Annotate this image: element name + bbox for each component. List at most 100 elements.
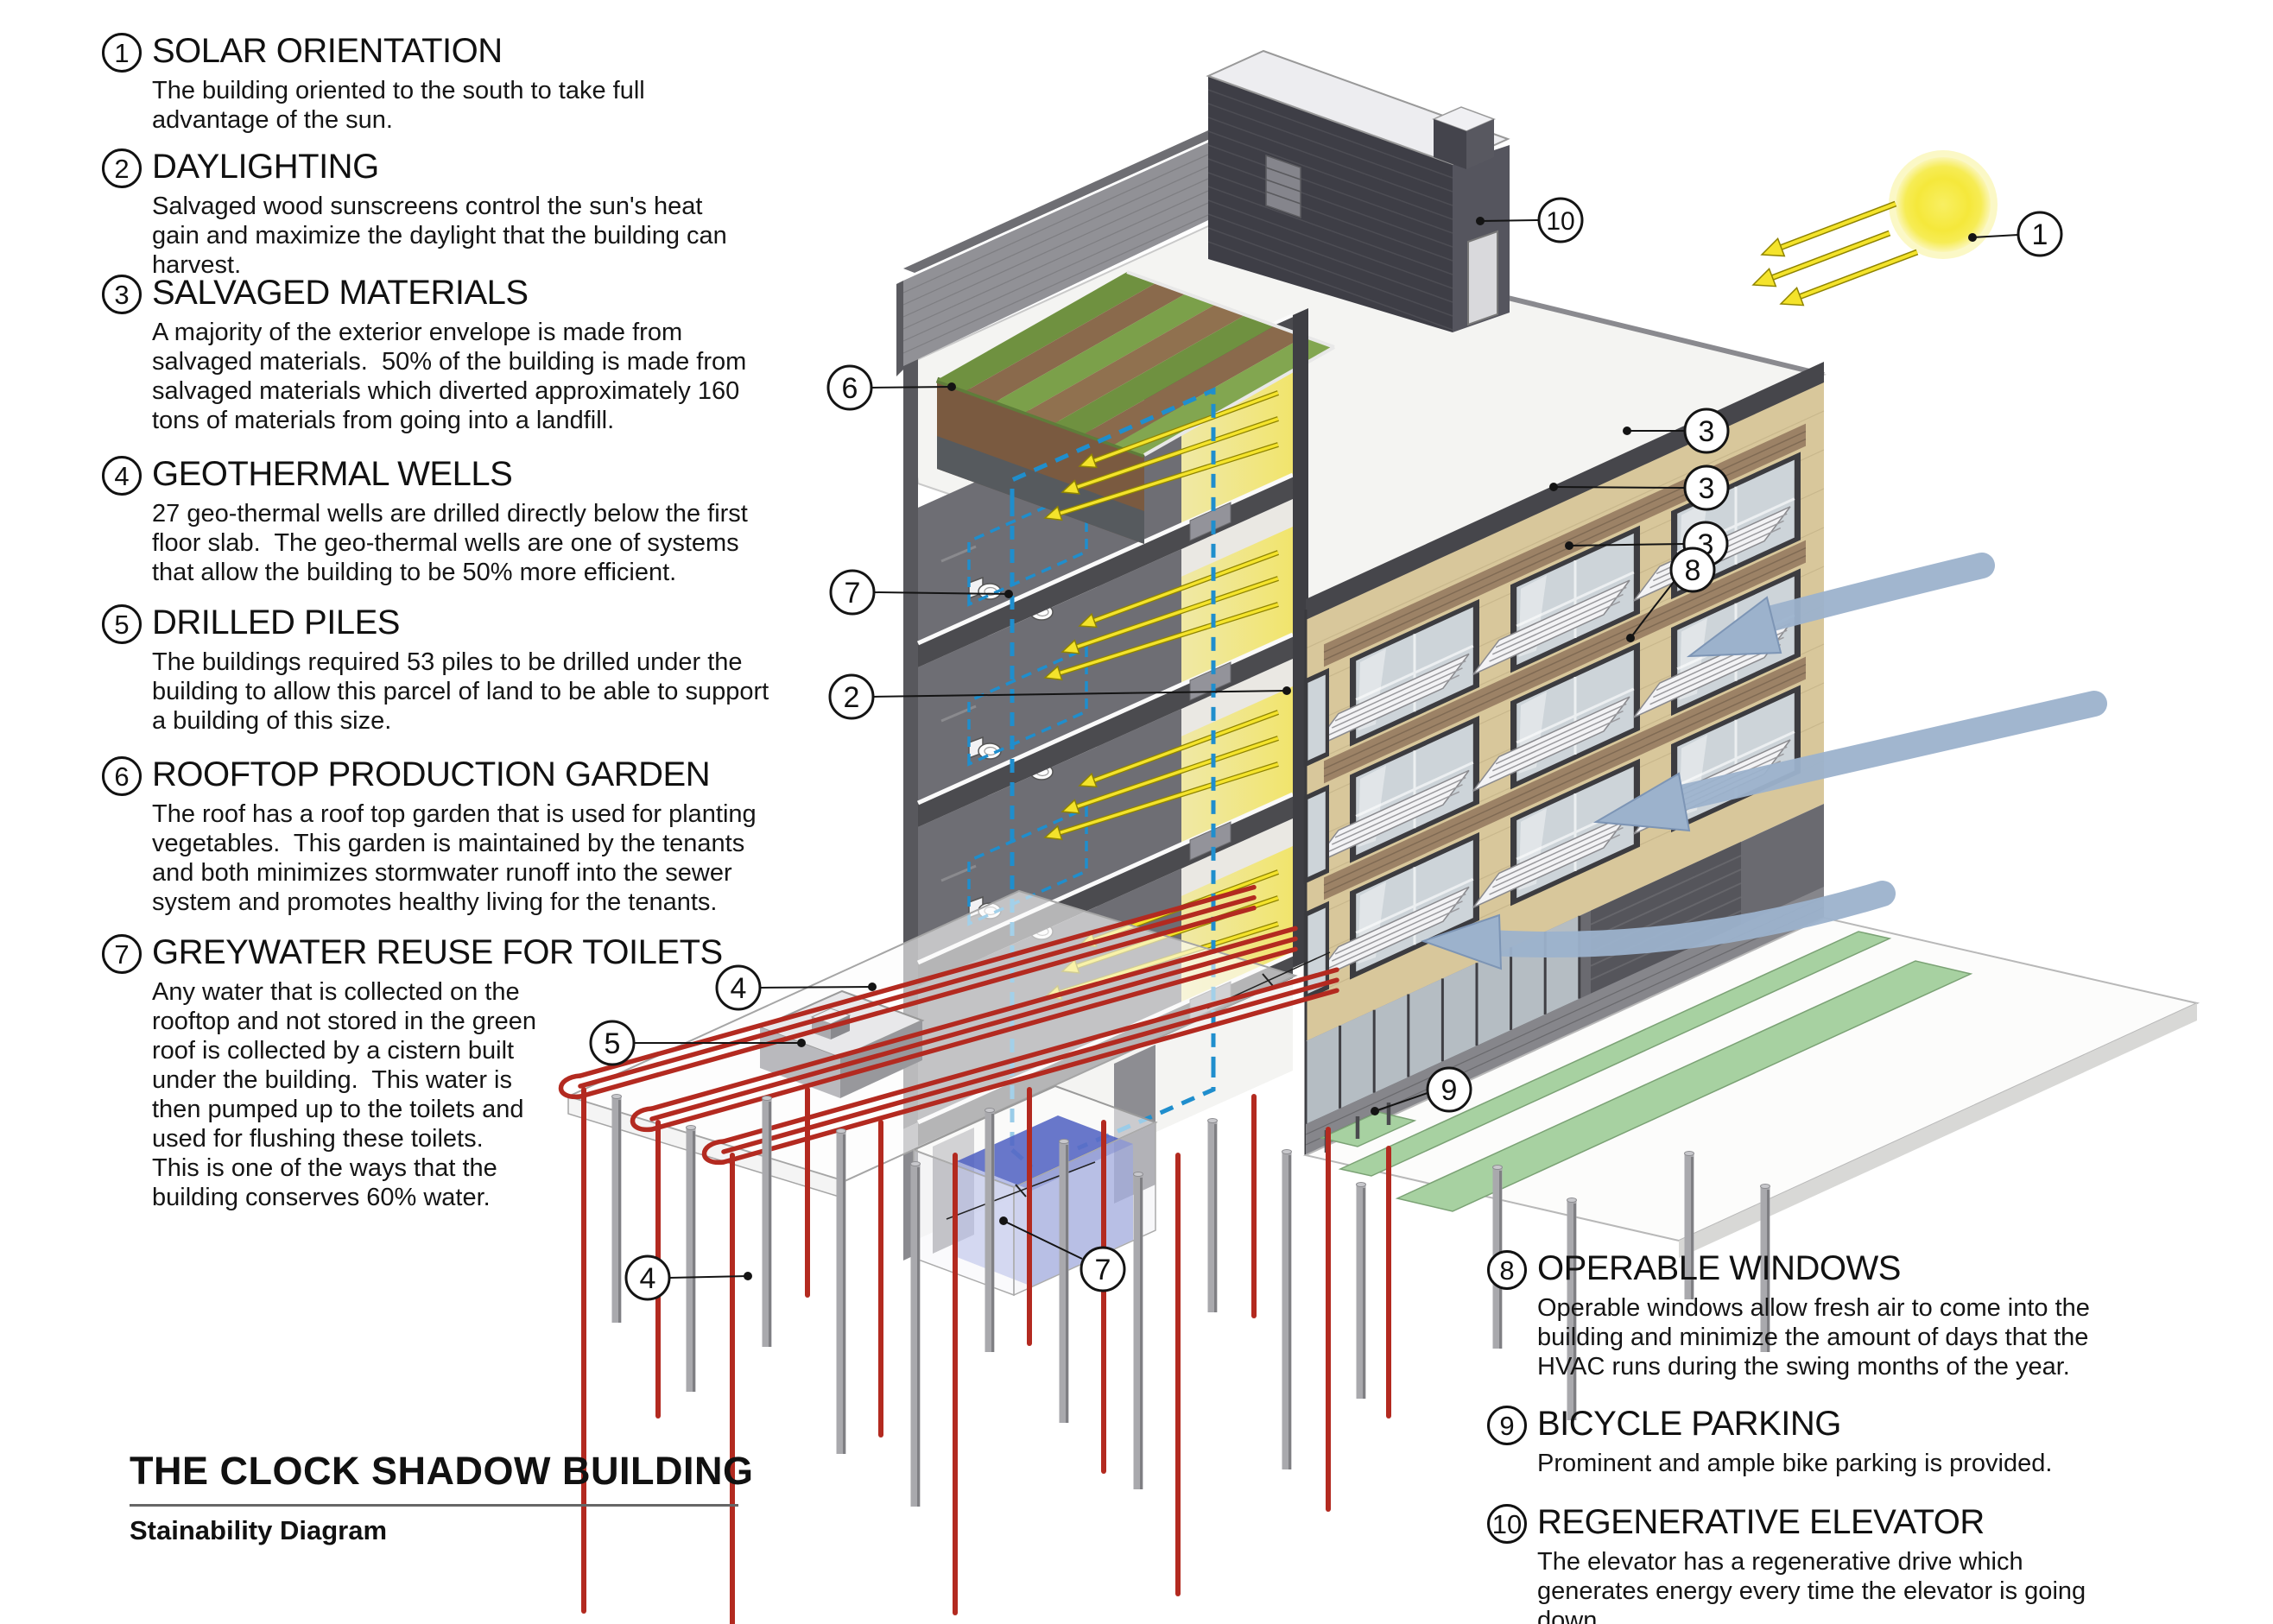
callout-7: 7 (829, 569, 1013, 616)
callout-2: 2 (828, 673, 1291, 720)
wood-band (1485, 730, 1645, 827)
building-cutaway (558, 49, 2200, 1624)
callout-circle (624, 1254, 671, 1301)
callout-5: 5 (589, 1020, 806, 1066)
callout-3: 3 (1549, 464, 1730, 511)
daylight-arrow-icon (1043, 505, 1063, 521)
window (1472, 496, 1646, 675)
wind-arrows (1420, 553, 2107, 970)
callout-circle (1537, 197, 1584, 243)
legend-item-title: DRILLED PILES (152, 603, 400, 641)
svg-text:3: 3 (1699, 415, 1715, 448)
leader-dot (868, 983, 877, 991)
daylight-arrow-icon (1078, 772, 1098, 788)
window (1312, 571, 1485, 749)
wood-band (1645, 656, 1806, 753)
sunscreen-louver-icon (1472, 579, 1630, 675)
storefront (1304, 804, 1825, 1155)
callout-circle (826, 364, 873, 411)
page-title: THE CLOCK SHADOW BUILDING (130, 1449, 754, 1493)
window (1472, 613, 1646, 792)
legend-item-title: SOLAR ORIENTATION (152, 32, 503, 70)
svg-text:4: 4 (640, 1262, 656, 1295)
page-subtitle: Stainability Diagram (130, 1515, 388, 1545)
svg-text:1: 1 (2032, 218, 2048, 251)
daylight-arrow-icon (1061, 639, 1080, 654)
leader-dot (1968, 233, 1977, 242)
daylight-arrow-icon (1043, 665, 1063, 681)
legend-item-title: SALVAGED MATERIALS (152, 274, 529, 312)
callout-circle (2017, 211, 2063, 257)
callout-9: 9 (1371, 1066, 1472, 1115)
legend-item-body: The buildings required 53 piles to be dr… (152, 648, 776, 735)
leader-dot (1565, 541, 1573, 550)
callout-circle (1080, 1246, 1126, 1292)
callout-circle (715, 964, 762, 1011)
svg-text:10: 10 (1546, 207, 1574, 236)
callout-circle (1426, 1066, 1472, 1113)
elevator-penthouse (1206, 49, 1510, 332)
wood-band (1324, 571, 1485, 667)
callout-6: 6 (826, 364, 956, 411)
legend-number-circle: 7 (102, 934, 142, 974)
legend-item-body: The building oriented to the south to ta… (152, 77, 652, 134)
leader-dot (744, 1272, 752, 1280)
piles (581, 1087, 1770, 1624)
legend-item-title: DAYLIGHTING (152, 148, 379, 186)
callout-10: 10 (1476, 197, 1584, 243)
legend-number-circle: 6 (102, 756, 142, 796)
legend-item-2: 2 DAYLIGHTING Salvaged wood sunscreens con… (102, 148, 757, 280)
legend-number-circle: 5 (102, 604, 142, 644)
legend-item-title: OPERABLE WINDOWS (1537, 1249, 1901, 1287)
svg-text:7: 7 (845, 577, 861, 610)
legend-item-title: REGENERATIVE ELEVATOR (1537, 1503, 1985, 1541)
callout-4: 4 (624, 1254, 752, 1301)
rooftop-garden (935, 270, 1335, 544)
legend-item-body: The elevator has a regenerative drive wh… (1537, 1548, 2093, 1624)
callout-3: 3 (1623, 408, 1730, 454)
legend-item-body: 27 geo-thermal wells are drilled directl… (152, 500, 755, 586)
wood-band (1485, 613, 1645, 711)
sun-icon (1889, 150, 1998, 259)
leader-dot (1371, 1107, 1379, 1115)
leader-dot (947, 382, 956, 391)
wood-band (1645, 540, 1806, 636)
callout-circle (829, 569, 876, 616)
legend-number-circle: 2 (102, 148, 142, 188)
legend-number-circle: 3 (102, 275, 142, 314)
svg-text:7: 7 (1095, 1254, 1111, 1286)
legend-item-body: Operable windows allow fresh air to come… (1537, 1294, 2097, 1381)
daylight-arrow-icon (1061, 799, 1080, 814)
leader-dot (1626, 634, 1635, 642)
svg-text:6: 6 (842, 372, 858, 405)
leader-dot (1282, 686, 1291, 695)
callout-circle (1669, 547, 1716, 593)
legend-number-circle: 9 (1487, 1406, 1527, 1445)
legend-item-body: Salvaged wood sunscreens control the sun… (152, 193, 734, 279)
wind-arrow-icon (1686, 596, 1782, 658)
daylight-arrow-icon (1061, 479, 1080, 495)
daylight-arrow-icon (1078, 452, 1098, 469)
window (1472, 730, 1646, 908)
legend-item-body: The roof has a roof top garden that is u… (152, 800, 763, 916)
legend-item-title: BICYCLE PARKING (1537, 1405, 1841, 1443)
callout-8: 8 (1626, 547, 1716, 642)
leader-dot (999, 1216, 1008, 1225)
legend-item-title: ROOFTOP PRODUCTION GARDEN (152, 755, 711, 793)
window (1312, 804, 1485, 983)
daylight-arrow-icon (1078, 612, 1098, 629)
legend-number-circle: 4 (102, 456, 142, 496)
bike-lane-strip (1338, 931, 1892, 1177)
sunscreen-louver-icon (1472, 696, 1630, 792)
geothermal-loops (558, 884, 1339, 1166)
